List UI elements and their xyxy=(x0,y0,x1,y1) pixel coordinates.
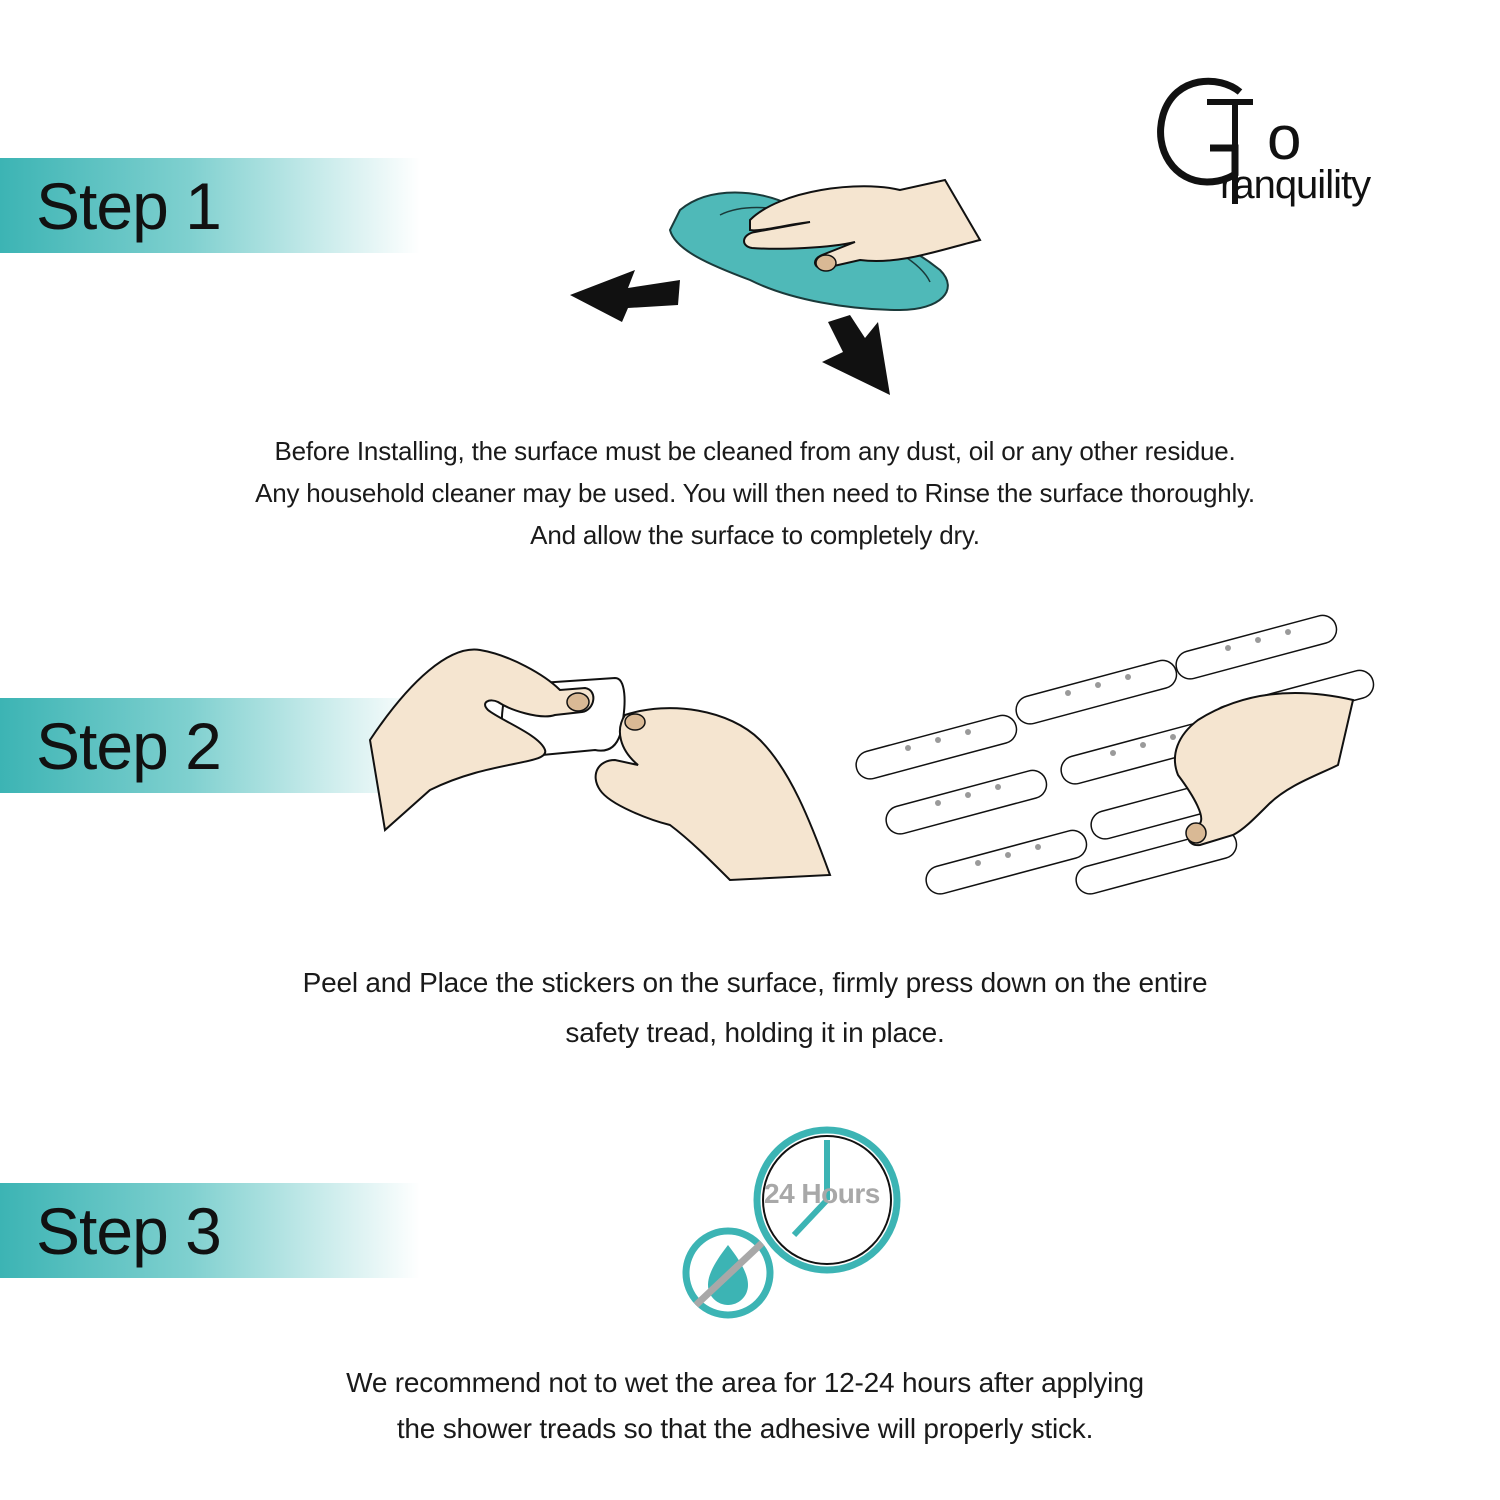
left-hand-icon xyxy=(368,648,595,832)
peeling-hands-illustration xyxy=(368,648,832,882)
hand-icon xyxy=(743,178,982,270)
logo-wordmark: ranquility xyxy=(1220,163,1371,207)
step-1-line-2: Any household cleaner may be used. You w… xyxy=(255,478,1255,508)
pressing-hand-icon xyxy=(1173,691,1355,847)
step-2-description: Peel and Place the stickers on the surfa… xyxy=(150,958,1360,1058)
tread-stickers-illustration xyxy=(855,614,1375,895)
tread-sticker xyxy=(925,829,1088,895)
brand-logo: o ranquility xyxy=(1145,70,1405,220)
step-1-description: Before Installing, the surface must be c… xyxy=(150,430,1360,556)
step-3-description: We recommend not to wet the area for 12-… xyxy=(200,1360,1290,1452)
step-3-label: Step 3 xyxy=(36,1193,222,1268)
tread-sticker xyxy=(1015,659,1178,725)
clock-icon xyxy=(753,1126,901,1274)
tread-sticker xyxy=(1175,614,1338,680)
no-water-icon xyxy=(682,1227,774,1319)
step-1-label: Step 1 xyxy=(36,168,222,243)
step-2-line-1: Peel and Place the stickers on the surfa… xyxy=(302,967,1208,998)
step-1-line-3: And allow the surface to completely dry. xyxy=(530,520,980,550)
step-3-line-2: the shower treads so that the adhesive w… xyxy=(396,1413,1094,1444)
clock-hours-label: 24 Hours xyxy=(764,1178,880,1209)
step-2-line-2: safety tread, holding it in place. xyxy=(565,1017,945,1048)
step-3-line-1: We recommend not to wet the area for 12-… xyxy=(346,1367,1144,1398)
step-1-line-1: Before Installing, the surface must be c… xyxy=(274,436,1236,466)
tread-sticker xyxy=(1075,829,1238,895)
tread-sticker xyxy=(885,769,1048,835)
step-2-banner: Step 2 xyxy=(0,698,420,793)
logo-g-icon xyxy=(1157,77,1253,204)
step-1-banner: Step 1 xyxy=(0,158,420,253)
right-hand-icon xyxy=(594,707,832,882)
tread-sticker xyxy=(855,714,1018,780)
step-2-label: Step 2 xyxy=(36,708,222,783)
logo-o-letter: o xyxy=(1267,104,1302,173)
step-3-banner: Step 3 xyxy=(0,1183,420,1278)
arrow-down-icon xyxy=(822,315,890,395)
cleaning-illustration xyxy=(570,178,982,395)
arrow-left-icon xyxy=(570,270,680,322)
